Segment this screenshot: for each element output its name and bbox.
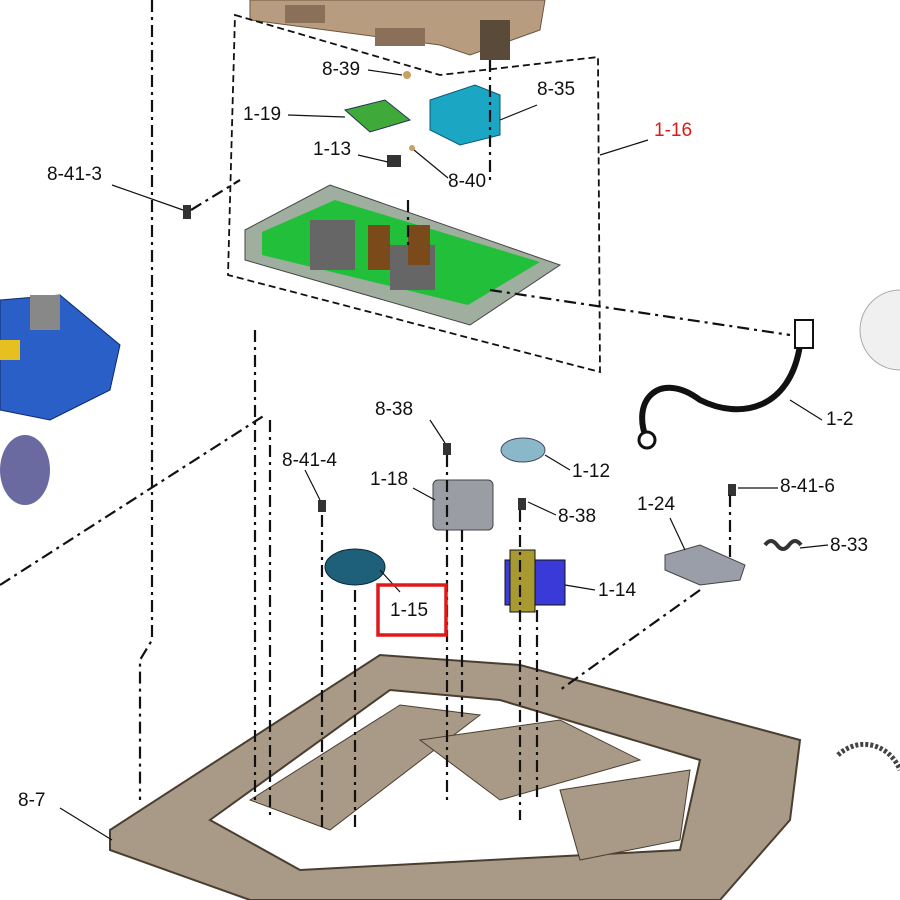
- label-1-24: 1-24: [637, 494, 675, 515]
- label-8-7: 8-7: [18, 790, 45, 811]
- screw-8-41-4: [318, 500, 326, 512]
- part-1-15: [324, 548, 386, 586]
- label-1-15: 1-15: [390, 600, 428, 621]
- label-1-2: 1-2: [826, 409, 853, 430]
- label-8-35: 8-35: [537, 79, 575, 100]
- label-8-33: 8-33: [830, 535, 868, 556]
- label-1-19: 1-19: [243, 104, 281, 125]
- partial-hose-right: [836, 741, 900, 772]
- label-1-14: 1-14: [598, 580, 636, 601]
- partial-part-right: [859, 289, 900, 371]
- label-1-13: 1-13: [313, 139, 351, 160]
- label-8-41-6: 8-41-6: [780, 476, 835, 497]
- screw-8-38a: [443, 443, 451, 455]
- part-1-14: [504, 549, 566, 613]
- part-8-33: [763, 539, 803, 551]
- highlight-box-1-15: [376, 583, 448, 637]
- part-1-24: [664, 544, 746, 586]
- label-1-16: 1-16: [654, 120, 692, 141]
- part-8-39: [403, 71, 411, 79]
- label-8-38-top: 8-38: [375, 399, 413, 420]
- pcb-board-part: [244, 184, 562, 326]
- screw-8-41-3: [183, 205, 191, 219]
- label-8-41-4: 8-41-4: [282, 450, 337, 471]
- part-1-18: [432, 479, 494, 531]
- screw-8-38b: [518, 498, 526, 510]
- label-8-38-bottom: 8-38: [558, 506, 596, 527]
- cable-part-1-2: [637, 319, 814, 450]
- label-8-40: 8-40: [448, 171, 486, 192]
- leader-lines: [59, 69, 829, 841]
- part-1-12: [500, 437, 546, 463]
- part-1-19: [343, 99, 412, 133]
- base-frame-part-8-7: [109, 653, 802, 900]
- label-1-18: 1-18: [370, 469, 408, 490]
- assembly-lines: [0, 0, 791, 830]
- part-1-13: [387, 155, 401, 167]
- top-cover-part: [249, 0, 546, 60]
- label-1-12: 1-12: [572, 461, 610, 482]
- label-8-41-3: 8-41-3: [47, 164, 102, 185]
- motor-assembly-part: [0, 294, 121, 505]
- assembly-outline-1-16: [227, 13, 601, 374]
- part-8-40: [409, 145, 415, 151]
- label-8-39: 8-39: [322, 59, 360, 80]
- part-8-35: [429, 84, 501, 146]
- screw-8-41-6: [728, 484, 736, 496]
